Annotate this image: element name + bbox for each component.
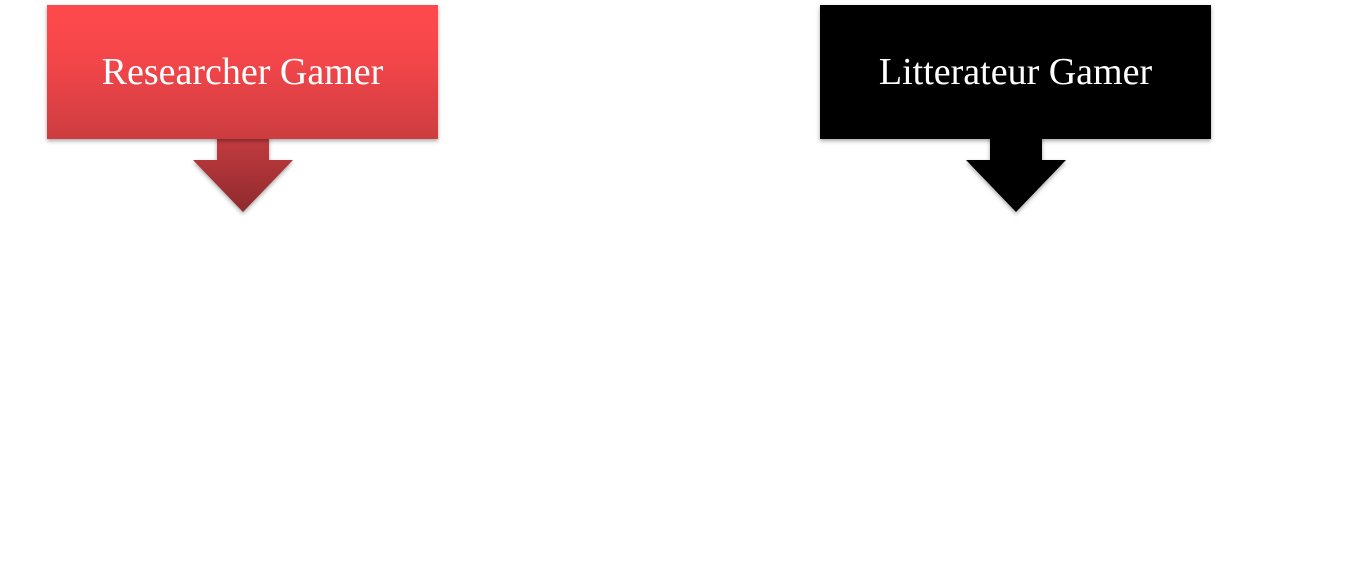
callout-box-litterateur-gamer: Litterateur Gamer xyxy=(820,5,1211,139)
down-arrow-icon xyxy=(966,135,1066,212)
callout-box-researcher-gamer: Researcher Gamer xyxy=(47,5,438,139)
down-arrow-icon xyxy=(193,135,293,212)
callout-label-litterateur-gamer: Litterateur Gamer xyxy=(878,51,1153,93)
callout-litterateur-gamer: Litterateur Gamer xyxy=(820,5,1211,213)
callout-researcher-gamer: Researcher Gamer xyxy=(47,5,438,213)
callout-label-researcher-gamer: Researcher Gamer xyxy=(101,51,384,93)
